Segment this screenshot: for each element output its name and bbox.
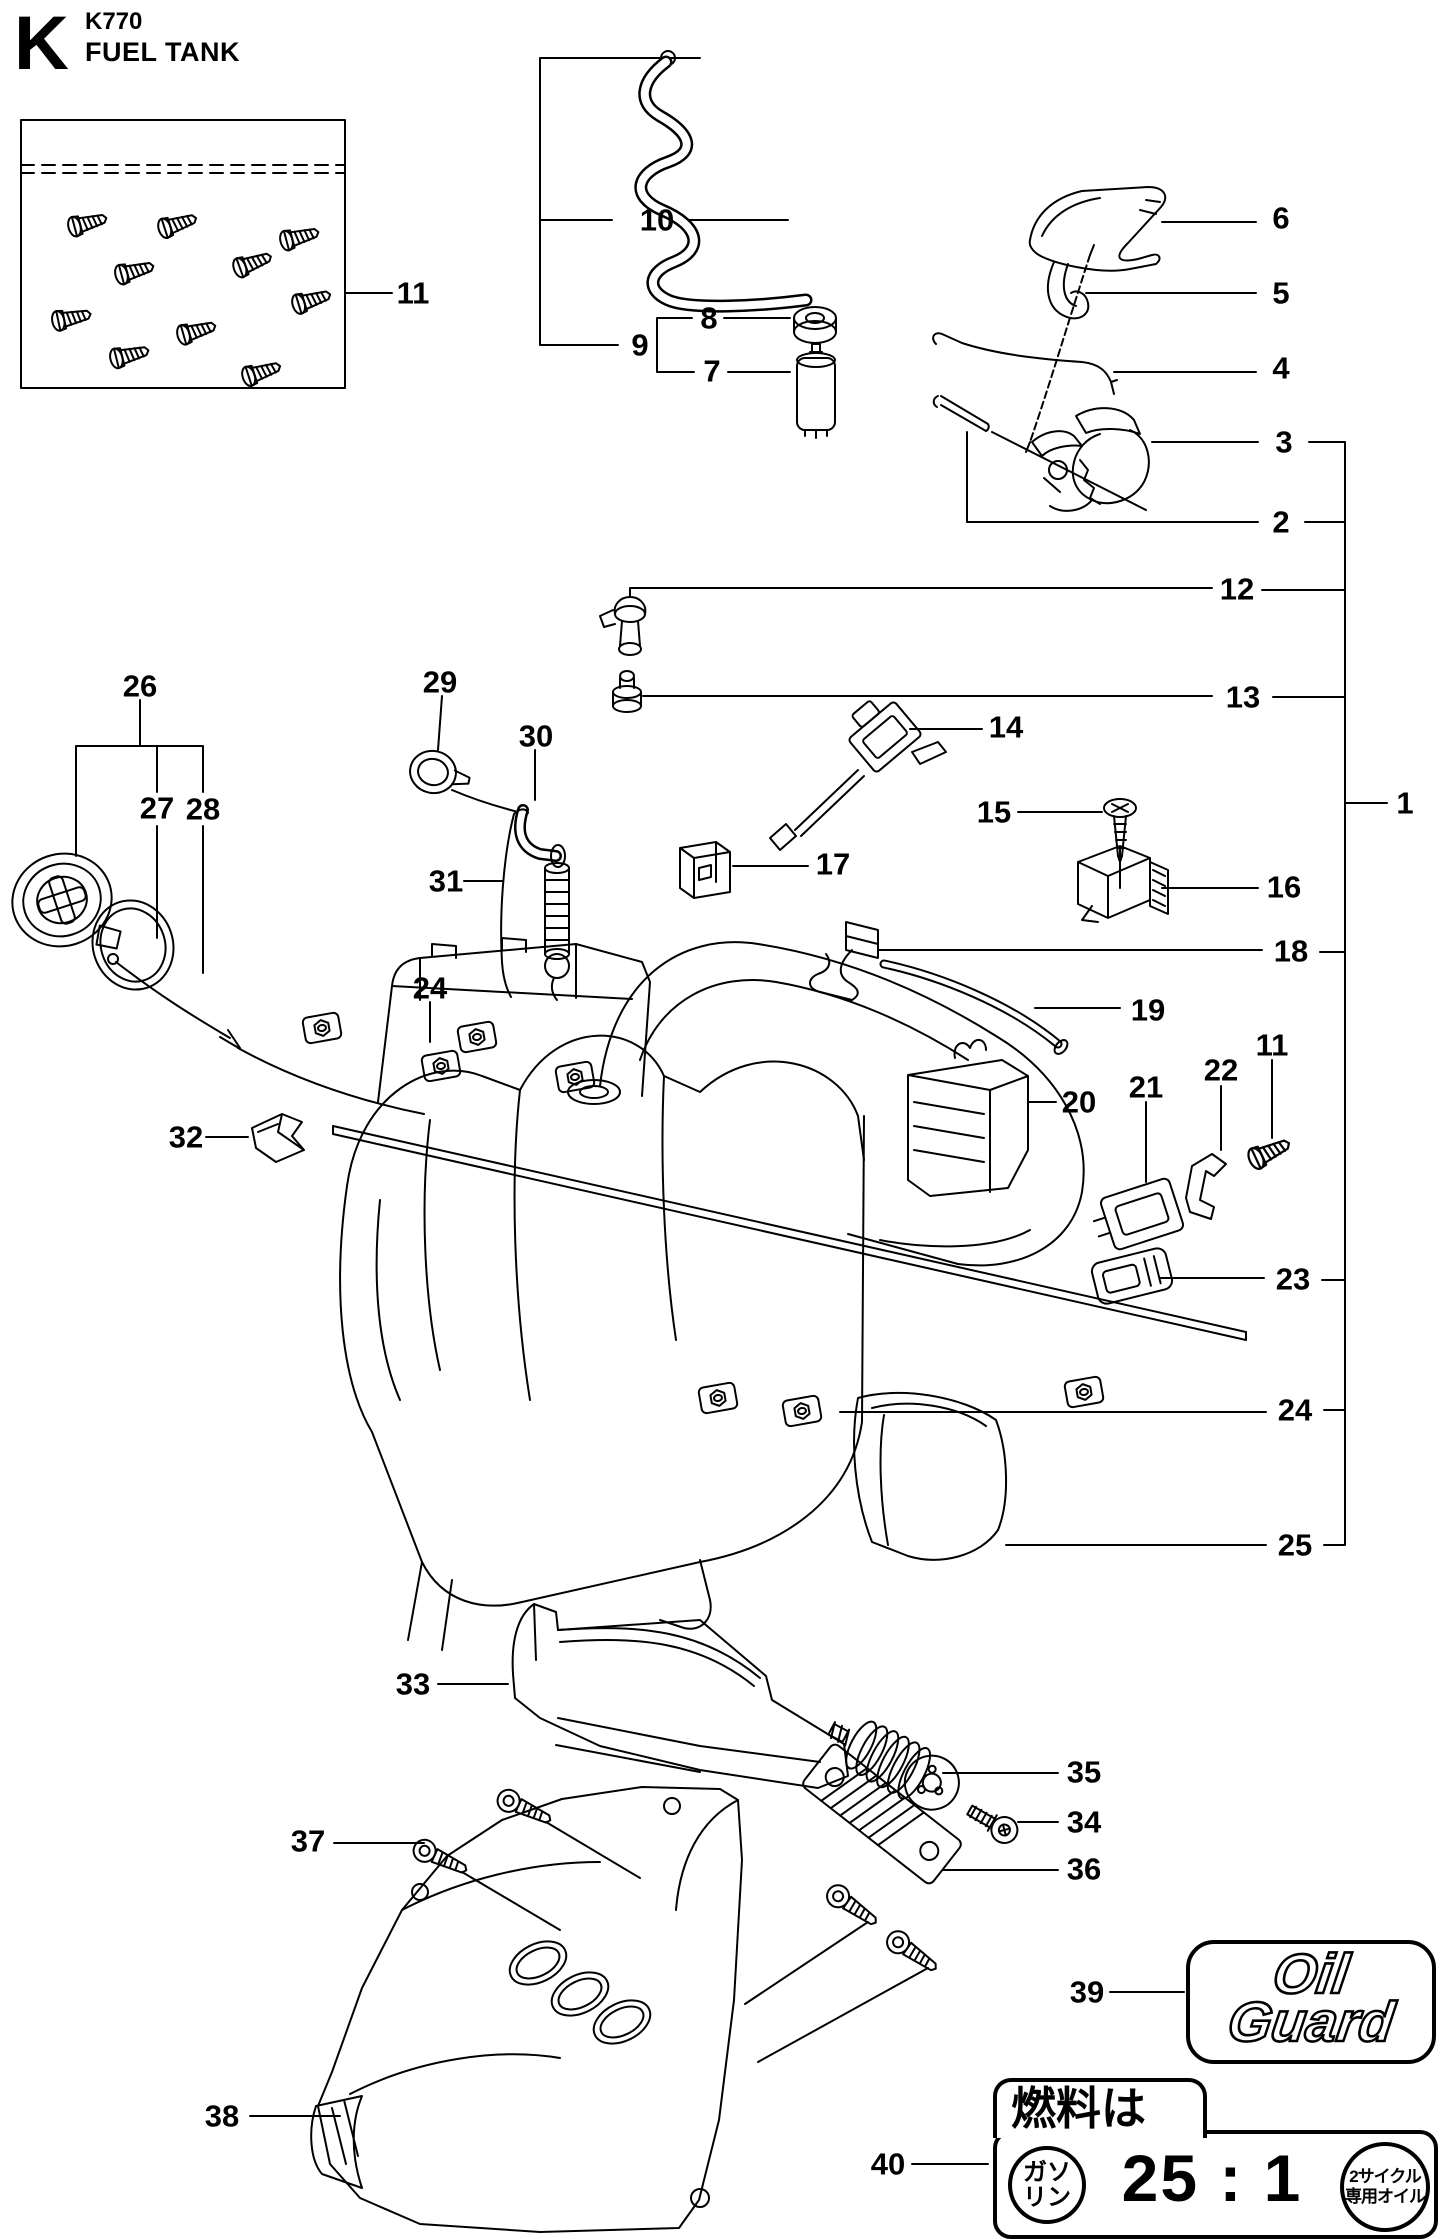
oil-circle-line1: 2サイクル: [1349, 2166, 1422, 2186]
callout-38: 38: [205, 2099, 239, 2134]
section-letter: K: [14, 1, 69, 86]
callout-29: 29: [423, 665, 457, 700]
callout-11-bag: 11: [397, 276, 430, 311]
oil-guard-line2: Guard: [1223, 1989, 1399, 2055]
part-elbow-fitting: [514, 804, 570, 1001]
fuel-mix-label-heading: 燃料は: [993, 2078, 1207, 2138]
part-friction-plate: [802, 1743, 962, 1885]
part-screw-34: [966, 1804, 1019, 1844]
callout-17: 17: [816, 847, 850, 882]
callout-15: 15: [977, 795, 1011, 830]
part-throttle-rod: [932, 332, 1118, 395]
leader-lines: [75, 57, 1388, 2165]
callout-30: 30: [519, 719, 553, 754]
callout-11-screw: 11: [1256, 1028, 1289, 1063]
callout-21: 21: [1129, 1070, 1163, 1105]
part-fuel-line-connector: [409, 749, 523, 814]
callout-7: 7: [703, 354, 720, 389]
part-fuel-cap: [11, 852, 122, 950]
gasoline-circle-line2: リン: [1023, 2184, 1071, 2211]
callout-24-left: 24: [413, 971, 448, 1006]
callout-20: 20: [1062, 1085, 1096, 1120]
part-cap-retainer: [107, 953, 425, 1115]
callout-14: 14: [989, 710, 1024, 745]
callout-9: 9: [631, 328, 648, 363]
callout-22: 22: [1204, 1053, 1238, 1088]
callout-39: 39: [1070, 1975, 1104, 2010]
gasoline-circle-icon: ガソ リン: [1008, 2146, 1086, 2224]
part-choke-rod: [769, 700, 947, 851]
callout-31: 31: [429, 864, 463, 899]
part-fuel-filter: [796, 343, 836, 439]
part-tank-assembly: [332, 937, 1247, 1651]
gasoline-circle-line1: ガソ: [1023, 2158, 1071, 2186]
callout-16: 16: [1267, 870, 1301, 905]
part-pin: [932, 395, 1147, 511]
callout-6: 6: [1272, 201, 1289, 236]
part-impulse-hose: [879, 959, 1069, 1055]
part-screw-15: [1103, 798, 1137, 863]
callout-labels: 1 2 3 4 5 6 7 8 9 10 11 11 12 13 14 15 1…: [123, 201, 1414, 2182]
part-clip-32: [251, 1113, 305, 1163]
part-square-nuts: [301, 1011, 1105, 1428]
callout-33: 33: [396, 1667, 430, 1702]
part-vent-valve: [599, 596, 647, 656]
part-bottom-guard: [310, 1785, 944, 2233]
part-av-mount: [827, 1720, 960, 1811]
callout-27: 27: [140, 791, 174, 826]
two-stroke-oil-circle-icon: 2サイクル 専用オイル: [1340, 2142, 1430, 2232]
part-fuel-hose: [634, 50, 813, 313]
oil-guard-badge: Oil Guard: [1186, 1940, 1436, 2064]
callout-8: 8: [700, 301, 717, 336]
callout-26: 26: [123, 669, 157, 704]
callout-37: 37: [291, 1824, 325, 1859]
part-ignition-module: [907, 1039, 1029, 1197]
callout-36: 36: [1067, 1852, 1101, 1887]
callout-10: 10: [640, 203, 674, 238]
diagram-line-art: [11, 50, 1388, 2233]
callout-32: 32: [169, 1120, 203, 1155]
part-screw-11: [1244, 1132, 1295, 1173]
part-connector: [1092, 1177, 1185, 1251]
part-front-handle: [1028, 186, 1167, 320]
callout-34: 34: [1067, 1805, 1102, 1840]
callout-5: 5: [1272, 276, 1289, 311]
callout-13: 13: [1226, 680, 1260, 715]
callout-1: 1: [1396, 786, 1413, 821]
callout-28: 28: [186, 792, 220, 827]
callout-12: 12: [1220, 572, 1254, 607]
fuel-mix-ratio: 25 : 1: [1121, 2141, 1303, 2215]
callout-35: 35: [1067, 1755, 1101, 1790]
page-title: FUEL TANK: [85, 37, 240, 67]
part-trigger-assembly: [1031, 407, 1150, 512]
part-grommet: [793, 306, 837, 344]
model-number: K770: [85, 8, 143, 35]
part-vent-grommet: [612, 670, 642, 713]
part-cable-clip-23: [1090, 1247, 1174, 1305]
part-stop-switch: [1077, 845, 1169, 923]
callout-25: 25: [1278, 1528, 1312, 1563]
callout-18: 18: [1274, 934, 1308, 969]
part-hose-clip: [679, 841, 731, 899]
hardware-bag: [20, 119, 346, 389]
part-side-cover: [853, 1391, 1008, 1561]
part-cap-gasket: [91, 899, 175, 991]
callout-40: 40: [871, 2147, 905, 2182]
part-wire-clip: [1185, 1153, 1227, 1220]
callout-19: 19: [1131, 993, 1165, 1028]
part-throttle-cable: [1025, 244, 1095, 453]
callout-2: 2: [1272, 505, 1289, 540]
part-tank-guard: [511, 1603, 849, 1789]
oil-circle-line2: 専用オイル: [1345, 2187, 1426, 2206]
callout-3: 3: [1275, 425, 1292, 460]
part-bracket-clip: [809, 921, 879, 1001]
callout-23: 23: [1276, 1262, 1310, 1297]
callout-24-right: 24: [1278, 1393, 1313, 1428]
callout-4: 4: [1272, 351, 1290, 386]
